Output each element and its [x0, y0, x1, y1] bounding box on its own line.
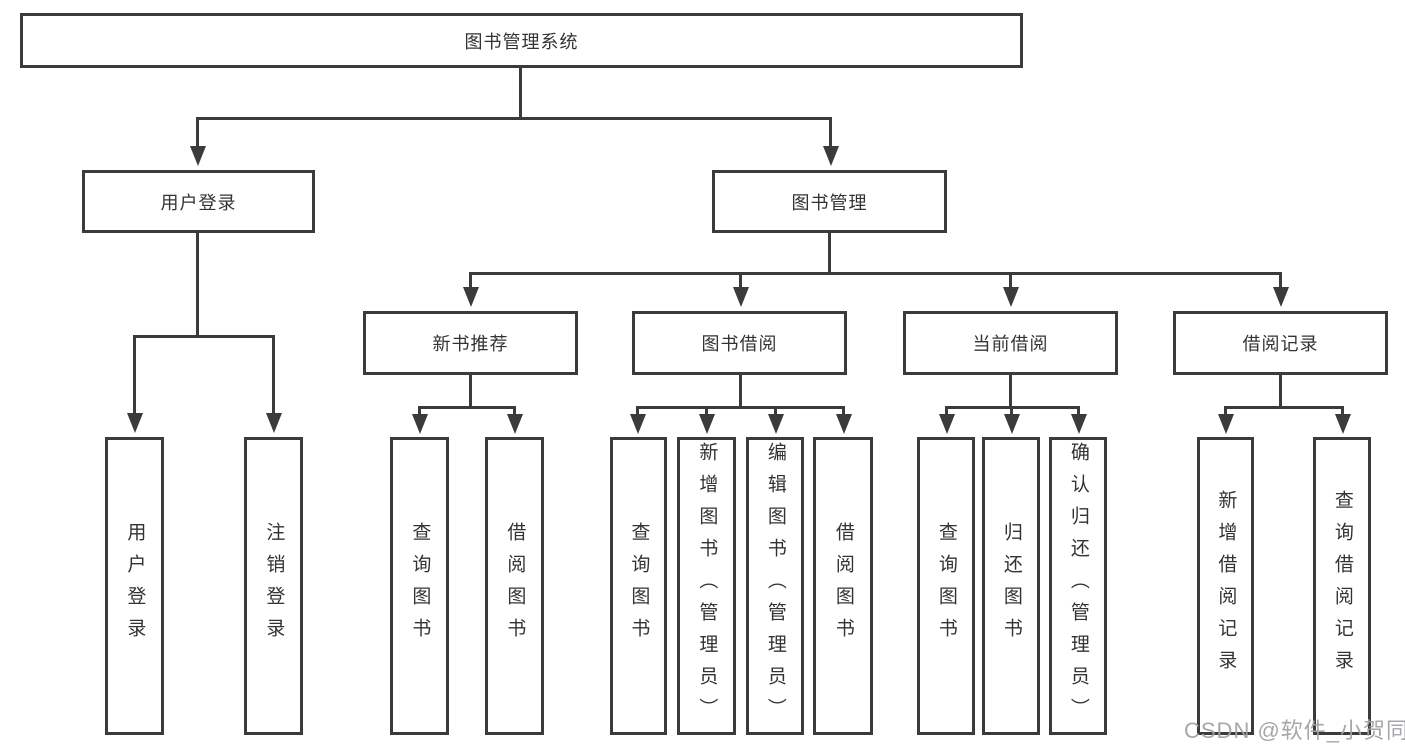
node-borrow-records: 借阅记录 [1173, 311, 1388, 375]
leaf-label: 查询图书 [935, 522, 957, 650]
arrow-to-leaf-return-books [1010, 406, 1013, 414]
leaf-return-books: 归还图书 [982, 437, 1040, 735]
connector-book-borrow-hline [636, 406, 845, 409]
arrow-to-leaf-query-books-c [945, 406, 948, 414]
connector-new-book-recommend-hline [418, 406, 516, 409]
arrow-to-leaf-query-books-a [418, 406, 421, 414]
leaf-label: 借阅图书 [832, 522, 854, 650]
leaf-label: 归还图书 [1000, 522, 1022, 650]
arrow-to-leaf-borrow-books-a [513, 406, 516, 414]
connector-user-login-hline [133, 335, 275, 338]
node-label: 借阅记录 [1242, 334, 1319, 354]
arrow-to-leaf-add-books-admin [705, 406, 708, 414]
arrow-to-user-login [196, 117, 199, 146]
leaf-add-books-admin: 新增图书（管理员） [677, 437, 736, 735]
node-label: 图书管理 [791, 192, 868, 213]
arrow-to-leaf-query-borrow-record [1341, 406, 1344, 414]
leaf-label: 查询图书 [409, 522, 431, 650]
connector-borrow-records-hline [1224, 406, 1344, 409]
connector-root-vline [519, 68, 522, 117]
leaf-label: 新增借阅记录 [1215, 490, 1237, 682]
arrow-to-leaf-edit-books-admin [774, 406, 777, 414]
arrow-to-leaf-borrow-books-b [842, 406, 845, 414]
arrow-to-new-book-recommend [469, 272, 472, 287]
node-user-login: 用户登录 [82, 170, 315, 233]
connector-root-hline [196, 117, 832, 120]
leaf-label: 确认归还（管理员） [1067, 442, 1089, 730]
connector-book-borrow-vline [739, 375, 742, 408]
arrow-to-book-management [829, 117, 832, 146]
leaf-query-borrow-record: 查询借阅记录 [1313, 437, 1371, 735]
arrow-to-book-borrow [739, 272, 742, 287]
connector-book-management-vline [828, 233, 831, 274]
arrow-to-leaf-add-borrow-record [1224, 406, 1227, 414]
arrow-to-current-borrow [1009, 272, 1012, 287]
leaf-label: 注销登录 [263, 522, 285, 650]
node-label: 图书借阅 [701, 334, 778, 354]
connector-new-book-recommend-vline [469, 375, 472, 408]
leaf-label: 编辑图书（管理员） [764, 442, 786, 730]
connector-current-borrow-vline [1009, 375, 1012, 408]
connector-user-login-vline [196, 233, 199, 336]
leaf-label: 用户登录 [124, 522, 146, 650]
arrow-to-leaf-confirm-return-admin [1077, 406, 1080, 414]
leaf-edit-books-admin: 编辑图书（管理员） [746, 437, 804, 735]
connector-book-management-hline [469, 272, 1281, 275]
leaf-borrow-books-b: 借阅图书 [813, 437, 873, 735]
node-book-management: 图书管理 [712, 170, 947, 233]
leaf-label: 查询借阅记录 [1331, 490, 1353, 682]
leaf-label: 查询图书 [628, 522, 650, 650]
leaf-confirm-return-admin: 确认归还（管理员） [1049, 437, 1107, 735]
connector-borrow-records-vline [1279, 375, 1282, 408]
leaf-logout: 注销登录 [244, 437, 303, 735]
leaf-query-books-c: 查询图书 [917, 437, 975, 735]
node-book-borrow: 图书借阅 [632, 311, 847, 375]
node-current-borrow: 当前借阅 [903, 311, 1118, 375]
leaf-add-borrow-record: 新增借阅记录 [1197, 437, 1254, 735]
arrow-to-leaf-user-login [133, 335, 136, 413]
node-label: 当前借阅 [972, 334, 1049, 354]
csdn-watermark: CSDN @软件_小贺同学 [1184, 718, 1405, 743]
node-book-management-system: 图书管理系统 [20, 13, 1023, 68]
node-label: 用户登录 [160, 192, 237, 213]
node-label: 新书推荐 [432, 334, 509, 354]
leaf-borrow-books-a: 借阅图书 [485, 437, 544, 735]
arrow-to-borrow-records [1279, 272, 1282, 287]
arrow-to-leaf-query-books-b [636, 406, 639, 414]
leaf-query-books-a: 查询图书 [390, 437, 449, 735]
leaf-query-books-b: 查询图书 [610, 437, 667, 735]
leaf-user-login: 用户登录 [105, 437, 164, 735]
leaf-label: 新增图书（管理员） [696, 442, 718, 730]
arrow-to-leaf-logout [272, 335, 275, 413]
node-label: 图书管理系统 [464, 31, 579, 52]
leaf-label: 借阅图书 [504, 522, 526, 650]
node-new-book-recommend: 新书推荐 [363, 311, 578, 375]
